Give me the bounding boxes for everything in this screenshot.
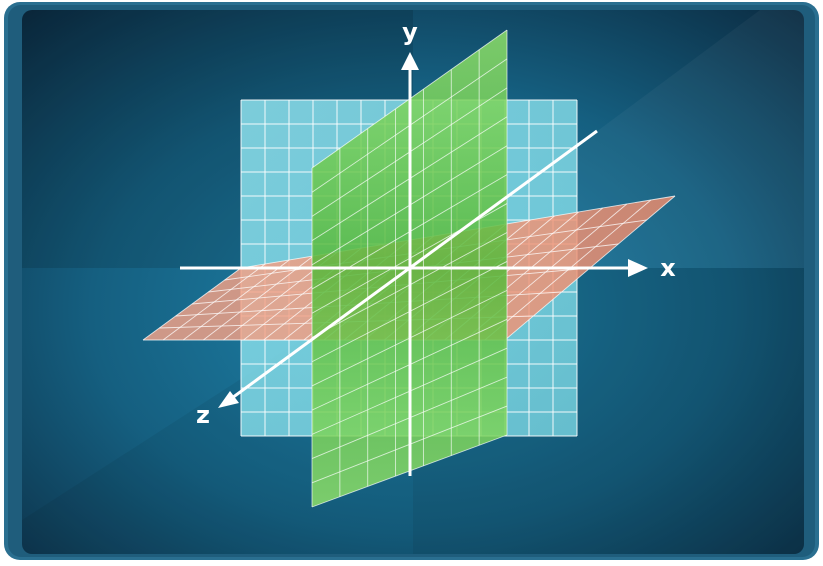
y-axis-arrowhead: [401, 52, 419, 70]
y-axis-label: y: [402, 18, 418, 46]
z-axis-line: [231, 129, 598, 400]
z-axis-arrowhead: [218, 391, 239, 408]
z-axis-label: z: [196, 401, 210, 429]
x-axis-label: x: [660, 254, 676, 282]
x-axis-arrowhead: [628, 259, 648, 277]
axes: [180, 66, 630, 476]
